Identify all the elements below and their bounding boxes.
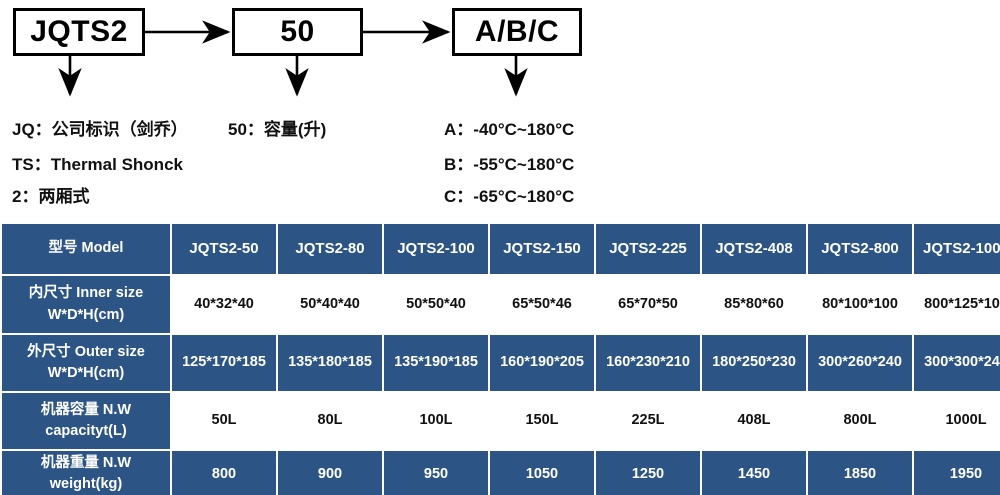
row-label-line2: W*D*H(cm) <box>47 306 125 323</box>
cell-inner-2: 50*50*40 <box>384 276 488 333</box>
legend-temp-c: C：-65°C~180°C <box>444 187 575 206</box>
model-naming-diagram: JQTS2 50 A/B/C JQ：公司标识（剑乔） 50：容量(升) TS：T… <box>0 0 1000 215</box>
table-header-row: 型号 Model JQTS2-50 JQTS2-80 JQTS2-100 JQT… <box>2 224 1000 274</box>
cell-weight-2: 950 <box>384 451 488 495</box>
cell-outer-4: 160*230*210 <box>596 335 700 391</box>
cell-inner-4: 65*70*50 <box>596 276 700 333</box>
row-label-line1: 机器重量 N.W <box>40 455 132 471</box>
table-row-inner-size: 内尺寸 Inner size W*D*H(cm) 40*32*40 50*40*… <box>2 276 1000 333</box>
legend-ts: TS：Thermal Shonck <box>12 155 183 174</box>
cell-weight-3: 1050 <box>490 451 594 495</box>
cell-capacity-3: 150L <box>490 393 594 449</box>
header-model-4: JQTS2-225 <box>596 224 700 274</box>
cell-weight-4: 1250 <box>596 451 700 495</box>
cell-weight-6: 1850 <box>808 451 912 495</box>
row-label-line1: 内尺寸 Inner size <box>28 285 144 302</box>
row-label-outer-size: 外尺寸 Outer size W*D*H(cm) <box>2 335 170 391</box>
cell-capacity-5: 408L <box>702 393 806 449</box>
cell-capacity-7: 1000L <box>914 393 1000 449</box>
table-row-capacity: 机器容量 N.W capacityt(L) 50L 80L 100L 150L … <box>2 393 1000 449</box>
cell-capacity-2: 100L <box>384 393 488 449</box>
cell-outer-2: 135*190*185 <box>384 335 488 391</box>
header-model-7: JQTS2-1000 <box>914 224 1000 274</box>
legend-temp-a: A：-40°C~180°C <box>444 120 575 139</box>
row-label-weight: 机器重量 N.W weight(kg) <box>2 451 170 495</box>
cell-weight-1: 900 <box>278 451 382 495</box>
table-row-outer-size: 外尺寸 Outer size W*D*H(cm) 125*170*185 135… <box>2 335 1000 391</box>
header-model-2: JQTS2-100 <box>384 224 488 274</box>
legend-jq: JQ：公司标识（剑乔） <box>12 120 188 139</box>
row-label-inner-size: 内尺寸 Inner size W*D*H(cm) <box>2 276 170 333</box>
cell-inner-6: 80*100*100 <box>808 276 912 333</box>
row-label-capacity: 机器容量 N.W capacityt(L) <box>2 393 170 449</box>
header-model-3: JQTS2-150 <box>490 224 594 274</box>
diagram-box-temperature-code: A/B/C <box>452 8 582 56</box>
cell-inner-3: 65*50*46 <box>490 276 594 333</box>
cell-capacity-4: 225L <box>596 393 700 449</box>
cell-outer-1: 135*180*185 <box>278 335 382 391</box>
cell-inner-7: 800*125*100 <box>914 276 1000 333</box>
row-label-line1: 机器容量 N.W <box>40 401 132 418</box>
cell-outer-6: 300*260*240 <box>808 335 912 391</box>
row-label-line2: weight(kg) <box>49 476 123 493</box>
row-label-line2: W*D*H(cm) <box>47 365 125 381</box>
legend-two-chamber: 2：两厢式 <box>12 187 90 206</box>
header-model-5: JQTS2-408 <box>702 224 806 274</box>
header-model-6: JQTS2-800 <box>808 224 912 274</box>
specification-table: 型号 Model JQTS2-50 JQTS2-80 JQTS2-100 JQT… <box>0 222 1000 495</box>
cell-inner-5: 85*80*60 <box>702 276 806 333</box>
header-model-0: JQTS2-50 <box>172 224 276 274</box>
cell-weight-7: 1950 <box>914 451 1000 495</box>
diagram-box-capacity-code: 50 <box>232 8 363 56</box>
cell-weight-5: 1450 <box>702 451 806 495</box>
header-model-1: JQTS2-80 <box>278 224 382 274</box>
cell-capacity-6: 800L <box>808 393 912 449</box>
cell-capacity-1: 80L <box>278 393 382 449</box>
row-label-line1: 外尺寸 Outer size <box>27 343 145 360</box>
cell-outer-3: 160*190*205 <box>490 335 594 391</box>
cell-outer-7: 300*300*240 <box>914 335 1000 391</box>
cell-inner-1: 50*40*40 <box>278 276 382 333</box>
cell-weight-0: 800 <box>172 451 276 495</box>
cell-outer-5: 180*250*230 <box>702 335 806 391</box>
legend-capacity: 50：容量(升) <box>228 120 327 139</box>
cell-capacity-0: 50L <box>172 393 276 449</box>
row-label-line2: capacityt(L) <box>45 423 127 439</box>
cell-inner-0: 40*32*40 <box>172 276 276 333</box>
header-label-model: 型号 Model <box>2 224 170 274</box>
cell-outer-0: 125*170*185 <box>172 335 276 391</box>
table-row-weight: 机器重量 N.W weight(kg) 800 900 950 1050 125… <box>2 451 1000 495</box>
diagram-box-model-code: JQTS2 <box>13 8 145 56</box>
legend-temp-b: B：-55°C~180°C <box>444 155 575 174</box>
